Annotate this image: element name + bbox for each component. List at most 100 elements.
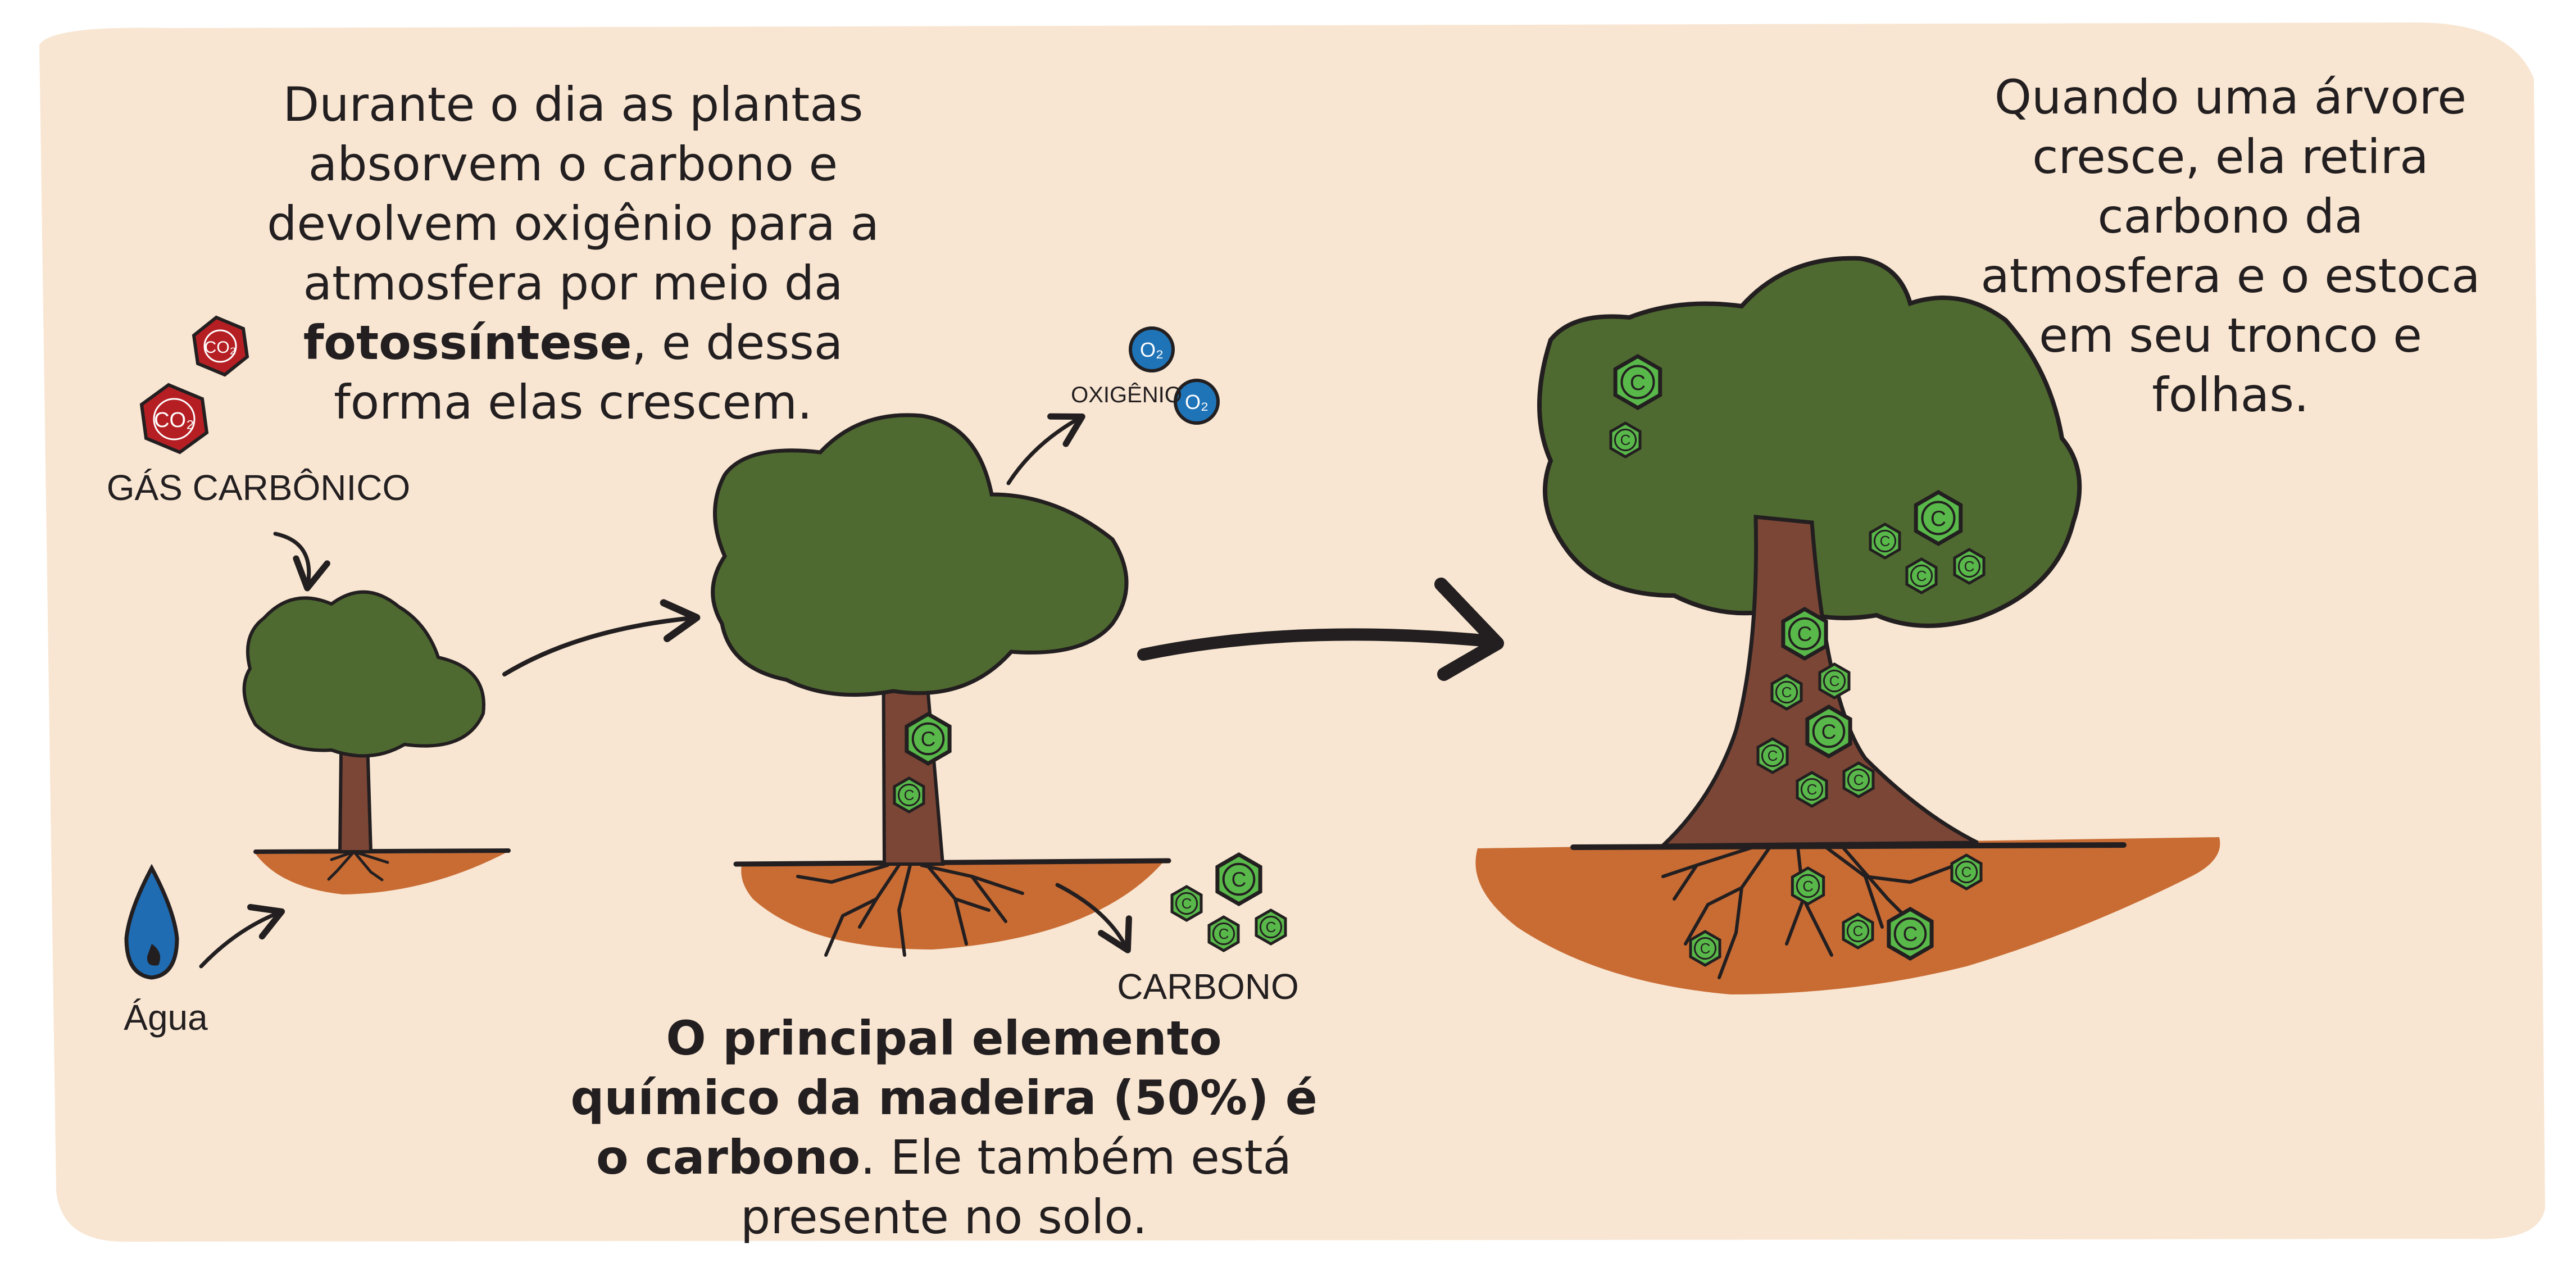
small-tree-foliage — [242, 590, 485, 758]
arrow-medium-to-large-tree-head — [1434, 578, 1504, 681]
photosynthesis-line: absorvem o carbono e — [308, 137, 838, 192]
carbon-atom-icon: C — [1842, 912, 1874, 949]
wood-carbon-bold: o carbono — [596, 1130, 861, 1185]
co2-molecule-icon: CO₂ — [192, 315, 249, 377]
carbon-atoms-group: C C C C C C C C C C C C C C C C C C C C C C C C — [893, 353, 1986, 967]
small-tree — [242, 590, 511, 894]
carbon-atom-icon: C — [1869, 523, 1901, 560]
carbon-atom-mark: C — [1964, 558, 1975, 575]
arrow-small-to-medium-tree — [502, 599, 701, 676]
arrow-roots-to-carbon — [1055, 883, 1132, 953]
wood-carbon-text: O principal elemento químico da madeira … — [523, 1008, 1365, 1247]
carbon-atom-icon: C — [1796, 771, 1828, 808]
carbon-atom-icon: C — [1805, 704, 1852, 759]
carbon-atom-mark: C — [1880, 533, 1891, 549]
carbon-atom-mark: C — [1853, 771, 1864, 788]
carbon-atom-mark: C — [1182, 895, 1192, 912]
carbon-atom-icon: C — [1887, 906, 1934, 961]
carbon-label: CARBONO — [1117, 966, 1299, 1007]
carbon-atom-icon: C — [893, 776, 925, 814]
tree-growth-text: Quando uma árvore cresce, ela retira car… — [1910, 67, 2551, 425]
arrow-gas-to-small-tree — [273, 531, 330, 592]
gas-carbonic-label: GÁS CARBÔNICO — [106, 467, 411, 508]
oxygen-label: OXIGÊNIO — [1071, 383, 1182, 407]
carbon-atom-icon: C — [1613, 353, 1662, 411]
wood-carbon-line: químico da madeira (50%) é — [523, 1068, 1365, 1128]
photosynthesis-keyword: fotossíntese — [303, 315, 632, 370]
carbon-atom-icon: C — [1609, 421, 1642, 458]
tree-growth-line: folhas. — [2152, 367, 2309, 422]
water-drop-icon — [124, 864, 179, 980]
arrow-medium-to-large-tree — [1137, 628, 1489, 661]
small-tree-roots — [327, 850, 389, 882]
oxygen-molecule-icon: O₂ — [1174, 379, 1220, 425]
carbon-atom-mark: C — [1961, 864, 1972, 880]
photosynthesis-line: Durante o dia as plantas — [283, 77, 864, 132]
small-tree-soil — [256, 853, 506, 894]
carbon-atom-mark: C — [1821, 720, 1837, 743]
carbon-atom-mark: C — [1807, 781, 1818, 798]
carbon-atom-mark: C — [1266, 919, 1276, 935]
carbon-atom-mark: C — [1930, 507, 1946, 531]
oxygen-molecule-mark: O₂ — [1185, 390, 1209, 414]
tree-growth-line: carbono da — [2097, 189, 2364, 244]
co2-molecule-mark: CO₂ — [154, 408, 194, 432]
wood-carbon-line: o carbono. Ele também está — [523, 1128, 1365, 1187]
carbon-atom-mark: C — [1630, 371, 1646, 395]
carbon-atom-icon: C — [1255, 908, 1287, 946]
medium-tree-foliage — [711, 413, 1129, 697]
carbon-atom-icon: C — [1953, 548, 1986, 585]
carbon-atom-mark: C — [1768, 747, 1778, 764]
wood-carbon-line: O principal elemento — [523, 1008, 1365, 1068]
carbon-atom-mark: C — [921, 728, 936, 751]
carbon-atom-mark: C — [1829, 673, 1840, 689]
tree-growth-line: cresce, ela retira — [2032, 129, 2429, 184]
photosynthesis-line: fotossíntese, e dessa — [222, 313, 924, 372]
wood-carbon-bold: O principal elemento — [666, 1011, 1222, 1066]
wood-carbon-line: presente no solo. — [740, 1189, 1148, 1244]
carbon-atom-icon: C — [1207, 915, 1240, 952]
carbon-atom-mark: C — [1620, 431, 1631, 448]
medium-tree-roots — [796, 864, 1024, 957]
carbon-atom-icon: C — [1756, 737, 1789, 774]
tree-growth-line: Quando uma árvore — [1994, 70, 2467, 125]
carbon-atom-mark: C — [1853, 923, 1864, 939]
carbon-atom-mark: C — [1700, 940, 1711, 957]
carbon-atom-icon: C — [1689, 930, 1721, 967]
tree-growth-line: atmosfera e o estoca — [1980, 248, 2480, 303]
arrow-tree-to-oxygen — [1006, 413, 1085, 485]
photosynthesis-line: atmosfera por meio da — [303, 256, 843, 311]
wood-carbon-bold: químico da madeira (50%) é — [570, 1070, 1317, 1125]
oxygen-molecule-mark: O₂ — [1140, 338, 1164, 361]
carbon-atom-icon: C — [905, 711, 952, 766]
carbon-atom-icon: C — [1914, 489, 1963, 547]
carbon-atom-icon: C — [1770, 674, 1803, 711]
carbon-atom-icon: C — [1791, 866, 1825, 906]
small-tree-ground-line — [253, 848, 511, 854]
carbon-atom-mark: C — [1802, 878, 1814, 895]
carbon-atom-mark: C — [1797, 623, 1812, 646]
carbon-atom-mark: C — [904, 787, 915, 803]
carbon-atom-icon: C — [1950, 853, 1983, 891]
co2-molecule-mark: CO₂ — [205, 338, 237, 357]
photosynthesis-line-rest: , e dessa — [631, 315, 843, 370]
carbon-atom-icon: C — [1818, 662, 1851, 699]
carbon-atom-mark: C — [1219, 925, 1229, 942]
medium-tree-ground-line — [733, 858, 1171, 867]
carbon-atom-icon: C — [1170, 885, 1203, 922]
carbon-atom-mark: C — [1903, 923, 1918, 946]
oxygen-molecule-icon: O₂ — [1129, 326, 1175, 372]
carbon-atom-mark: C — [1232, 868, 1247, 891]
carbon-atom-mark: C — [1916, 567, 1927, 584]
tree-growth-line: em seu tronco e — [2039, 308, 2422, 363]
photosynthesis-line: devolvem oxigênio para a — [267, 196, 879, 251]
arrow-water-to-small-tree — [199, 904, 285, 969]
water-label: Água — [124, 997, 208, 1038]
carbon-atom-icon: C — [1905, 557, 1938, 594]
carbon-atom-icon: C — [1215, 852, 1262, 907]
co2-molecule-icon: CO₂ — [139, 383, 209, 455]
wood-carbon-line-rest: . Ele também está — [860, 1130, 1292, 1185]
carbon-atom-icon: C — [1842, 761, 1875, 798]
carbon-atom-mark: C — [1782, 684, 1792, 701]
